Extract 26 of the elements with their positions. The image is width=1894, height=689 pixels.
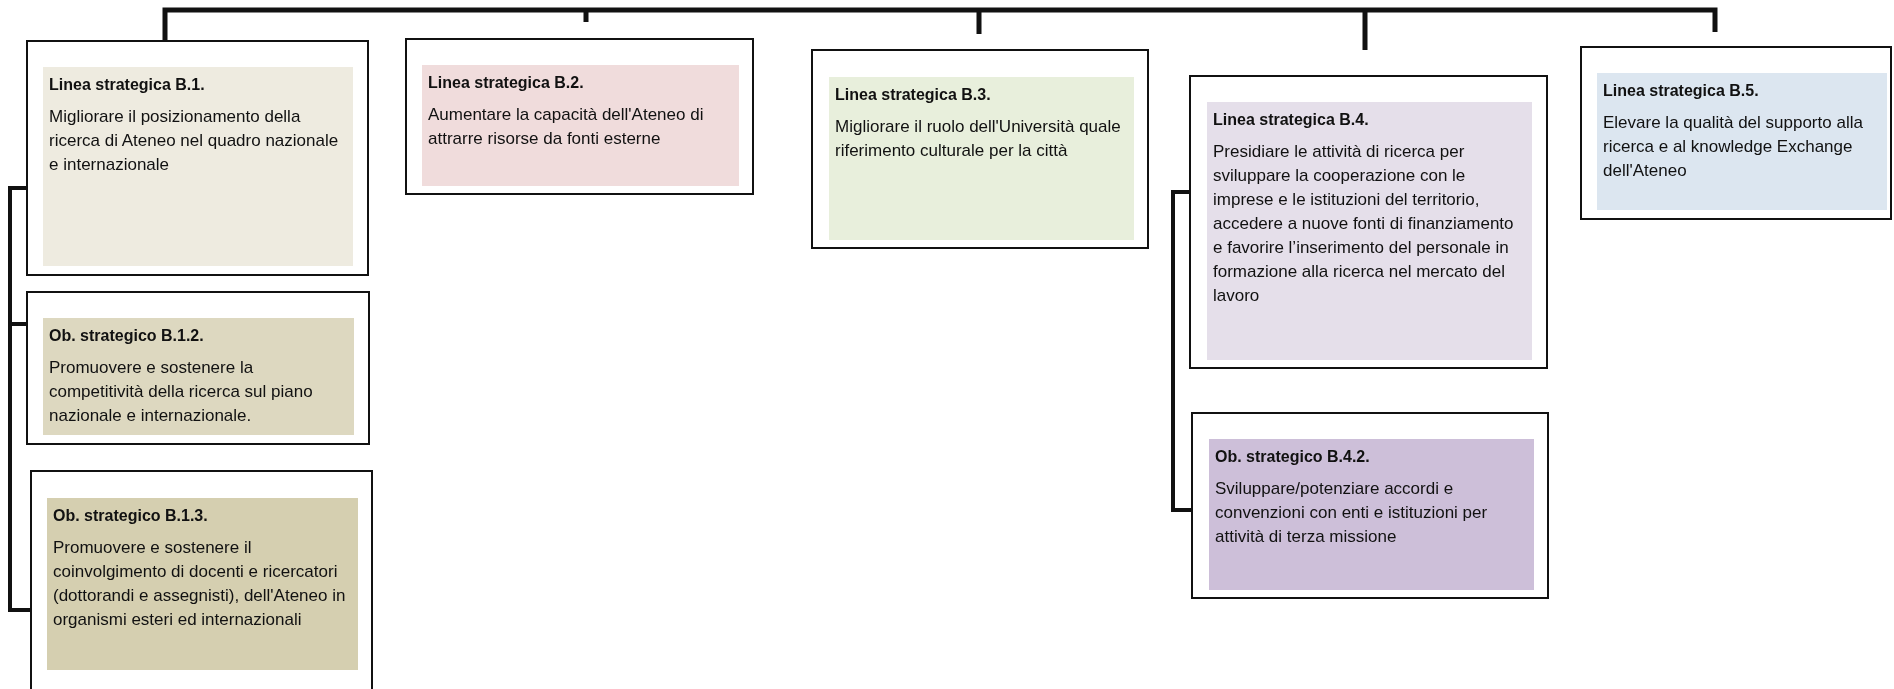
box-description: Elevare la qualità del supporto alla ricerca e al knowledge Exchange dell'Ateneo: [1603, 112, 1864, 182]
strategy-box: [26, 40, 369, 276]
box-description: Promuovere e sostenere il coinvolgimento di docenti e ricercatori (dottorandi e assegnisti), dell'Ateneo in organismi esteri ed internazionali: [53, 537, 347, 631]
strategy-box: [26, 291, 370, 445]
strategy-box: [1189, 75, 1548, 369]
connector-line: [8, 186, 30, 612]
box-description: Aumentare la capacità dell'Ateneo di attrarre risorse da fonti esterne: [428, 104, 705, 150]
box-description: Presidiare le attività di ricerca per sviluppare la cooperazione con le imprese e le istituzioni del territorio, accedere a nuove fonti di finanziamento e favorire l’inserimento del personale in formazione alla ricerca nel mercato del lavoro: [1213, 141, 1515, 307]
box-heading: Ob. strategico B.4.2.: [1215, 447, 1371, 467]
box-heading: Linea strategica B.2.: [428, 73, 585, 93]
strategy-box: [1191, 412, 1549, 599]
strategy-box: [405, 38, 754, 195]
box-description: Migliorare il ruolo dell'Università quale riferimento culturale per la città: [835, 116, 1122, 162]
strategy-box: [30, 470, 373, 689]
box-heading: Linea strategica B.1.: [49, 75, 206, 95]
connector-line: [1171, 190, 1191, 512]
box-description: Promuovere e sostenere la competitività della ricerca sul piano nazionale e internazionale.: [49, 357, 314, 427]
box-description: Migliorare il posizionamento della ricerca di Ateneo nel quadro nazionale e internazionale: [49, 106, 340, 176]
box-heading: Linea strategica B.3.: [835, 85, 992, 105]
box-description: Sviluppare/potenziare accordi e convenzioni con enti e istituzioni per attività di terza missione: [1215, 478, 1489, 548]
strategy-box: [1580, 46, 1892, 220]
box-heading: Linea strategica B.5.: [1603, 81, 1760, 101]
box-heading: Ob. strategico B.1.2.: [49, 326, 205, 346]
box-heading: Linea strategica B.4.: [1213, 110, 1370, 130]
box-heading: Ob. strategico B.1.3.: [53, 506, 209, 526]
strategy-box: [811, 49, 1149, 249]
